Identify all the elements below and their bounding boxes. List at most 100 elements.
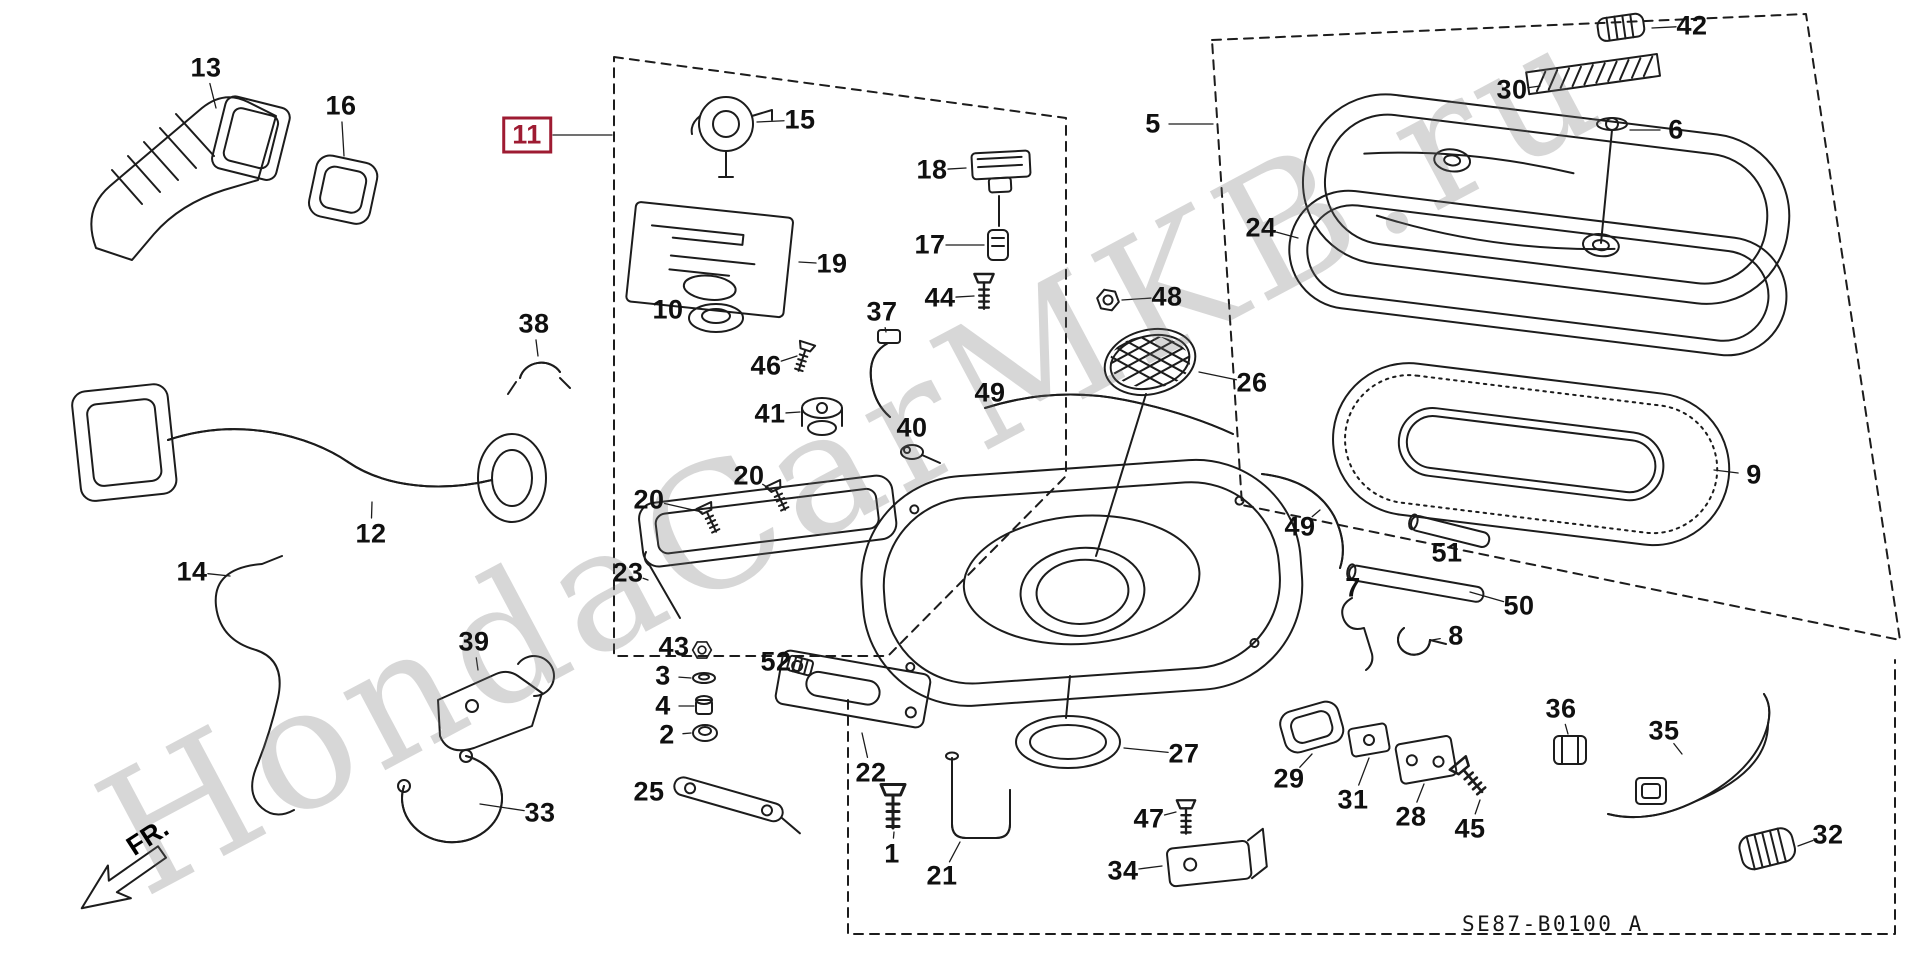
part-24-case-rim [1288, 189, 1788, 357]
part-17-check-valve [987, 229, 1009, 261]
part-6-wing-bolt [1596, 117, 1628, 244]
part-callout-31[interactable]: 31 [1337, 784, 1369, 815]
part-3-washer [692, 672, 716, 684]
part-33-spring-clip [397, 749, 504, 844]
leader-line-23 [642, 577, 649, 581]
part-callout-52[interactable]: 52 [760, 646, 792, 677]
part-callout-48[interactable]: 48 [1151, 281, 1183, 312]
part-callout-34[interactable]: 34 [1107, 855, 1139, 886]
part-callout-13[interactable]: 13 [190, 52, 222, 83]
part-callout-15[interactable]: 15 [784, 104, 816, 135]
part-callout-11[interactable]: 11 [502, 116, 552, 154]
part-callout-42[interactable]: 42 [1676, 10, 1708, 41]
part-callout-27[interactable]: 27 [1168, 738, 1200, 769]
part-callout-6[interactable]: 6 [1668, 114, 1684, 145]
part-25-stay-strap [673, 776, 801, 835]
part-callout-9[interactable]: 9 [1746, 459, 1762, 490]
part-callout-7[interactable]: 7 [1345, 572, 1361, 603]
part-14-stay-wire [214, 555, 295, 816]
part-12-flexible-air-duct [71, 383, 547, 523]
part-callout-49[interactable]: 49 [974, 377, 1006, 408]
part-callout-19[interactable]: 19 [816, 248, 848, 279]
part-callout-20[interactable]: 20 [633, 484, 665, 515]
part-40-joint [900, 444, 941, 464]
part-callout-16[interactable]: 16 [325, 90, 357, 121]
part-38-clamp [507, 361, 571, 395]
leader-line-16 [341, 121, 345, 157]
leader-line-22 [861, 732, 869, 759]
leader-line-32 [1797, 839, 1814, 847]
leader-line-41 [785, 411, 801, 414]
part-callout-4[interactable]: 4 [655, 690, 671, 721]
part-callout-1[interactable]: 1 [884, 838, 900, 869]
part-callout-45[interactable]: 45 [1454, 813, 1486, 844]
leader-line-44 [955, 295, 975, 298]
part-callout-20[interactable]: 20 [733, 460, 765, 491]
part-callout-43[interactable]: 43 [658, 631, 690, 662]
part-callout-47[interactable]: 47 [1133, 803, 1165, 834]
leader-line-21 [948, 841, 961, 863]
part-callout-37[interactable]: 37 [866, 296, 898, 327]
leader-line-49 [1311, 509, 1321, 518]
part-callout-8[interactable]: 8 [1448, 620, 1464, 651]
part-callout-44[interactable]: 44 [924, 282, 956, 313]
part-10-cap [688, 303, 744, 333]
part-callout-25[interactable]: 25 [633, 776, 665, 807]
part-callout-28[interactable]: 28 [1395, 801, 1427, 832]
part-44-screw [973, 272, 995, 310]
part-42-clip [1596, 12, 1646, 42]
part-callout-5[interactable]: 5 [1145, 108, 1161, 139]
part-27-seal-ring [1015, 715, 1121, 769]
part-callout-14[interactable]: 14 [176, 556, 208, 587]
part-39-duct-bracket [437, 655, 555, 752]
part-callout-39[interactable]: 39 [458, 626, 490, 657]
part-4-spacer [695, 695, 713, 715]
part-callout-40[interactable]: 40 [896, 412, 928, 443]
part-21-breather-pipe [945, 751, 1011, 839]
part-callout-41[interactable]: 41 [754, 398, 786, 429]
part-callout-38[interactable]: 38 [518, 308, 550, 339]
part-callout-33[interactable]: 33 [524, 797, 556, 828]
part-callout-24[interactable]: 24 [1245, 212, 1277, 243]
part-48-nut [1094, 287, 1122, 313]
leader-line-35 [1673, 742, 1683, 755]
part-callout-22[interactable]: 22 [855, 757, 887, 788]
part-callout-49[interactable]: 49 [1284, 511, 1316, 542]
leader-line-1 [892, 831, 895, 839]
part-11-air-cleaner-case [638, 393, 1304, 719]
part-callout-32[interactable]: 32 [1812, 819, 1844, 850]
part-47-screw [1175, 799, 1197, 835]
part-callout-18[interactable]: 18 [916, 154, 948, 185]
leader-line-29 [1299, 753, 1313, 768]
part-36-clip [1553, 735, 1587, 765]
leader-line-33 [479, 803, 525, 812]
part-22-bracket-plate [774, 649, 932, 729]
part-5-air-cleaner-cover [1301, 93, 1791, 305]
part-callout-29[interactable]: 29 [1273, 763, 1305, 794]
part-callout-35[interactable]: 35 [1648, 715, 1680, 746]
part-callout-10[interactable]: 10 [652, 294, 684, 325]
part-callout-50[interactable]: 50 [1503, 590, 1535, 621]
fr-direction-arrow-icon [80, 845, 168, 910]
leader-line-28 [1416, 783, 1425, 803]
part-callout-23[interactable]: 23 [612, 557, 644, 588]
part-50-tube [1346, 563, 1485, 603]
part-callout-46[interactable]: 46 [750, 350, 782, 381]
part-callout-12[interactable]: 12 [355, 518, 387, 549]
part-callout-30[interactable]: 30 [1496, 74, 1528, 105]
part-callout-21[interactable]: 21 [926, 860, 958, 891]
part-49-hose-b [1261, 473, 1344, 569]
part-callout-51[interactable]: 51 [1431, 537, 1463, 568]
part-29-grommet [1279, 700, 1345, 754]
leader-line-38 [535, 339, 539, 357]
part-callout-2[interactable]: 2 [659, 719, 675, 750]
part-callout-17[interactable]: 17 [914, 229, 946, 260]
part-callout-26[interactable]: 26 [1236, 367, 1268, 398]
leader-line-42 [1651, 26, 1677, 29]
part-callout-3[interactable]: 3 [655, 660, 671, 691]
leader-line-20 [663, 502, 703, 513]
leader-line-12 [370, 501, 373, 519]
part-callout-36[interactable]: 36 [1545, 693, 1577, 724]
